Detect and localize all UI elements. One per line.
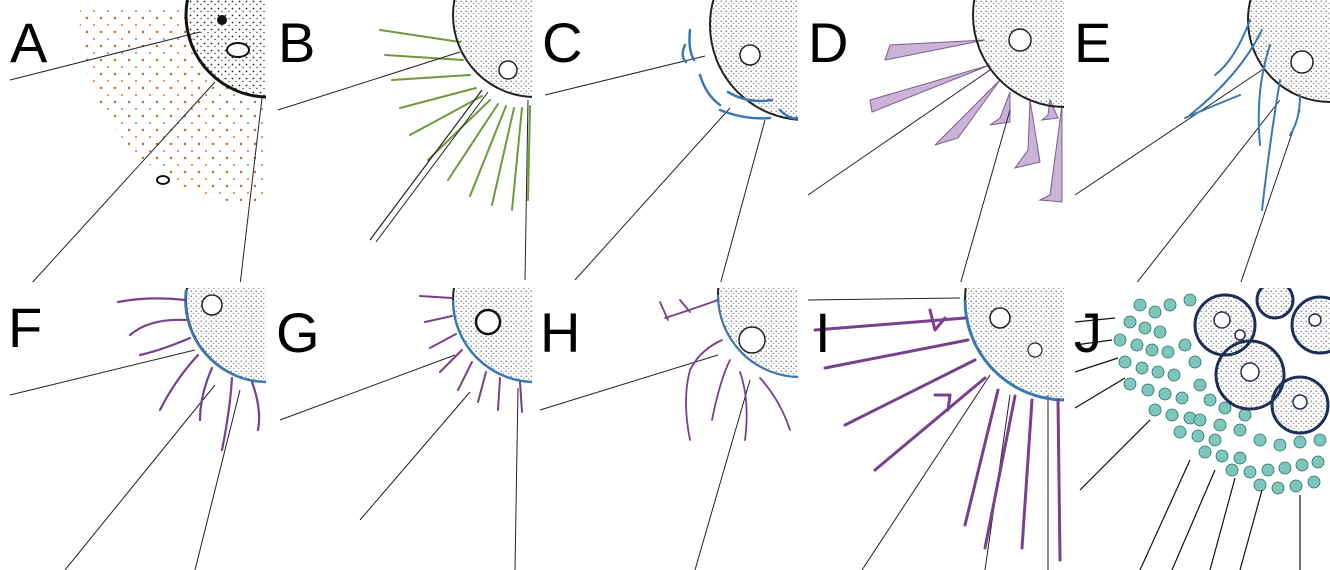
panel-i: I [808,200,1165,570]
panel-j: J [1074,282,1330,570]
panel-label-d: D [808,11,848,74]
vacuole [227,43,249,57]
cell-body [973,0,1157,107]
panel-g: G [276,218,617,570]
panel-label-h: H [540,301,580,364]
panel-label-c: C [542,11,582,74]
vacuolated-cells [1195,282,1330,433]
panel-label-a: A [10,11,48,74]
panel-label-i: I [815,301,831,364]
cyst [157,176,169,184]
panel-e: E [1074,0,1330,285]
panel-label-g: G [276,301,320,364]
panel-label-e: E [1074,11,1111,74]
panel-label-b: B [278,11,315,74]
panel-label-j: J [1074,301,1102,364]
panel-h: H [540,213,882,570]
cell-body [453,0,617,97]
panel-f: F [8,218,350,570]
panel-label-f: F [8,296,42,359]
